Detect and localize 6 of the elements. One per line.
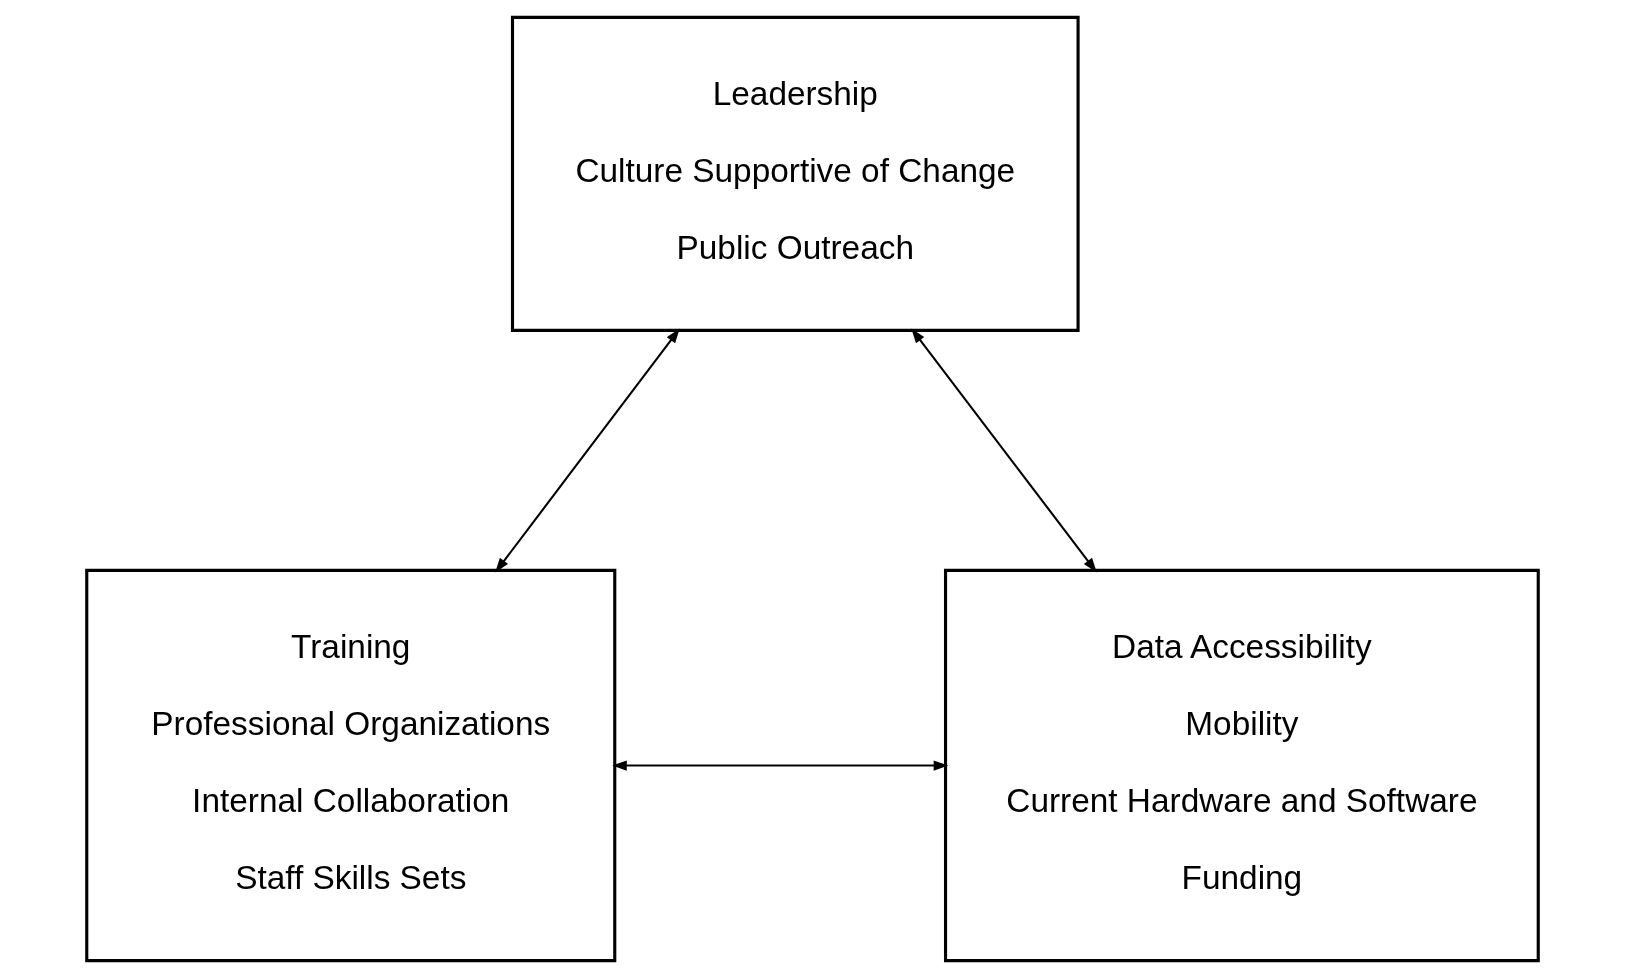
node-box: Training Professional Organizations Internal Collaboration Staff Skills Sets <box>85 568 617 962</box>
node-box: Leadership Culture Supportive of Change Public Outreach <box>510 15 1080 332</box>
arrow <box>612 759 949 771</box>
arrow <box>495 328 680 573</box>
node-box: Data Accessibility Mobility Current Hardware and Software Funding <box>943 568 1540 962</box>
arrow <box>911 328 1097 573</box>
